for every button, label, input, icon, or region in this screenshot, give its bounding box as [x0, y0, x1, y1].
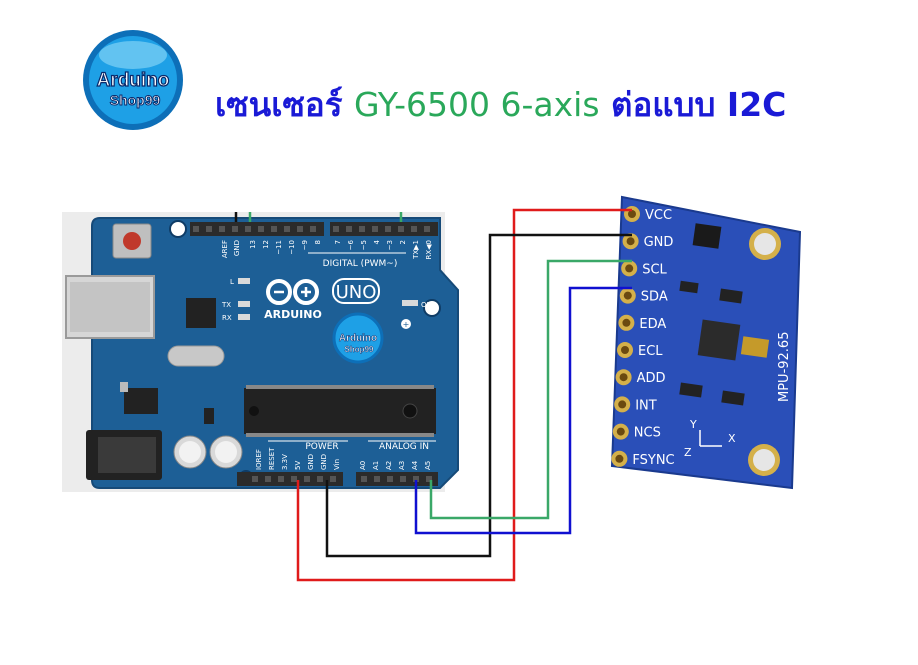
sensor-model-text: MPU-92.65: [777, 332, 792, 402]
top-pin-label: ~10: [288, 240, 296, 255]
axis-y-label: Y: [689, 418, 697, 431]
arduino-brand: ARDUINO: [264, 308, 322, 321]
power-pin-label: Vin: [333, 459, 341, 470]
power-header: [237, 472, 343, 486]
wire-gnd: [325, 233, 632, 558]
digital-header-left: [190, 222, 324, 236]
sensor-pin-label: SDA: [641, 290, 668, 305]
power-pin-label: GND: [320, 454, 328, 470]
logo-line2: Shop99: [110, 92, 161, 108]
axis-x-label: X: [728, 432, 736, 445]
sensor-pin-label: INT: [635, 398, 657, 413]
title-connection: ต่อแบบ I2C: [599, 85, 787, 124]
analog-pin-label: A0: [359, 461, 367, 470]
wires: [234, 208, 632, 582]
sensor-pin-label: GND: [644, 235, 674, 250]
on-label: ON: [421, 301, 432, 309]
top-pin-label: ~6: [347, 239, 355, 250]
led-rx-label: RX: [222, 314, 232, 322]
top-pin-label: AREF: [221, 240, 229, 258]
top-pin-label: ~11: [275, 240, 283, 255]
top-pin-label: ~9: [301, 240, 309, 250]
wire-5v-vcc: [296, 208, 632, 582]
analog-label: ANALOG IN: [379, 442, 429, 452]
sensor-pin-label: FSYNC: [632, 453, 674, 468]
axis-z-label: Z: [684, 446, 692, 459]
sensor-pin-label: EDA: [639, 317, 666, 332]
wire-a5-scl: [429, 259, 632, 520]
svg-text:Shop99: Shop99: [345, 345, 374, 354]
top-pin-label: RX◀0: [425, 240, 433, 260]
top-pin-label: 13: [249, 240, 257, 249]
top-pin-label: GND: [233, 240, 241, 256]
power-pin-label: 5V: [294, 461, 302, 470]
gy6500-sensor-module: VCC GND SCL SDA EDA ECL ADD INT NCS FSYNC Y Z X M…: [610, 195, 802, 490]
top-pin-label: ~3: [386, 240, 394, 250]
power-pin-label: 3.3V: [281, 454, 289, 470]
digital-label: DIGITAL (PWM~): [323, 259, 398, 269]
analog-pin-label: A2: [385, 461, 393, 470]
wire-a4-sda: [414, 286, 632, 535]
top-pin-label: 4: [373, 239, 381, 244]
arduino-uno-board: AREF GND 13 12 ~11 ~10 ~9 8 7 ~6 ~5 4 ~3 2 TX▶1 RX◀0 DI…: [65, 217, 459, 489]
led-tx-label: TX: [221, 301, 231, 309]
power-pin-label: GND: [307, 454, 315, 470]
top-pin-label: 7: [334, 240, 342, 244]
analog-header: [356, 472, 438, 486]
arduino-model: UNO: [336, 282, 377, 303]
top-pin-label: TX▶1: [412, 240, 420, 260]
analog-pin-label: A4: [411, 460, 419, 470]
sensor-pin-label: ADD: [637, 371, 666, 386]
top-pin-label: ~5: [360, 240, 368, 250]
page-title: เซนเซอร์ GY-6500 6-axis ต่อแบบ I2C: [215, 78, 786, 131]
top-pin-label: 2: [399, 240, 407, 244]
analog-pin-label: A3: [398, 461, 406, 470]
top-pin-label: 8: [314, 240, 322, 244]
analog-pin-label: A1: [372, 461, 380, 470]
sensor-pin-label: ECL: [638, 344, 663, 359]
title-thai-sensor: เซนเซอร์: [215, 85, 354, 124]
svg-text:Arduino: Arduino: [339, 333, 377, 344]
arduino-logo-icon: [266, 279, 319, 305]
power-pin-label: IOREF: [255, 449, 263, 470]
digital-header-right: [330, 222, 438, 236]
title-model: GY-6500 6-axis: [353, 85, 600, 124]
sensor-pin-label: NCS: [634, 426, 661, 441]
atmega-chip: [244, 385, 436, 437]
power-pin-label: RESET: [268, 447, 276, 470]
logo-line1: Arduino: [97, 70, 170, 91]
top-pin-label: 12: [262, 240, 270, 249]
analog-pin-label: A5: [424, 461, 432, 470]
shop-logo: Arduino Shop99: [83, 30, 183, 130]
power-label: POWER: [305, 442, 338, 452]
sensor-pin-label: VCC: [645, 208, 672, 223]
svg-text:+: +: [403, 320, 410, 329]
board-logo: Arduino Shop99: [332, 312, 384, 364]
sensor-pin-label: SCL: [642, 262, 667, 277]
led-l-label: L: [230, 278, 234, 286]
